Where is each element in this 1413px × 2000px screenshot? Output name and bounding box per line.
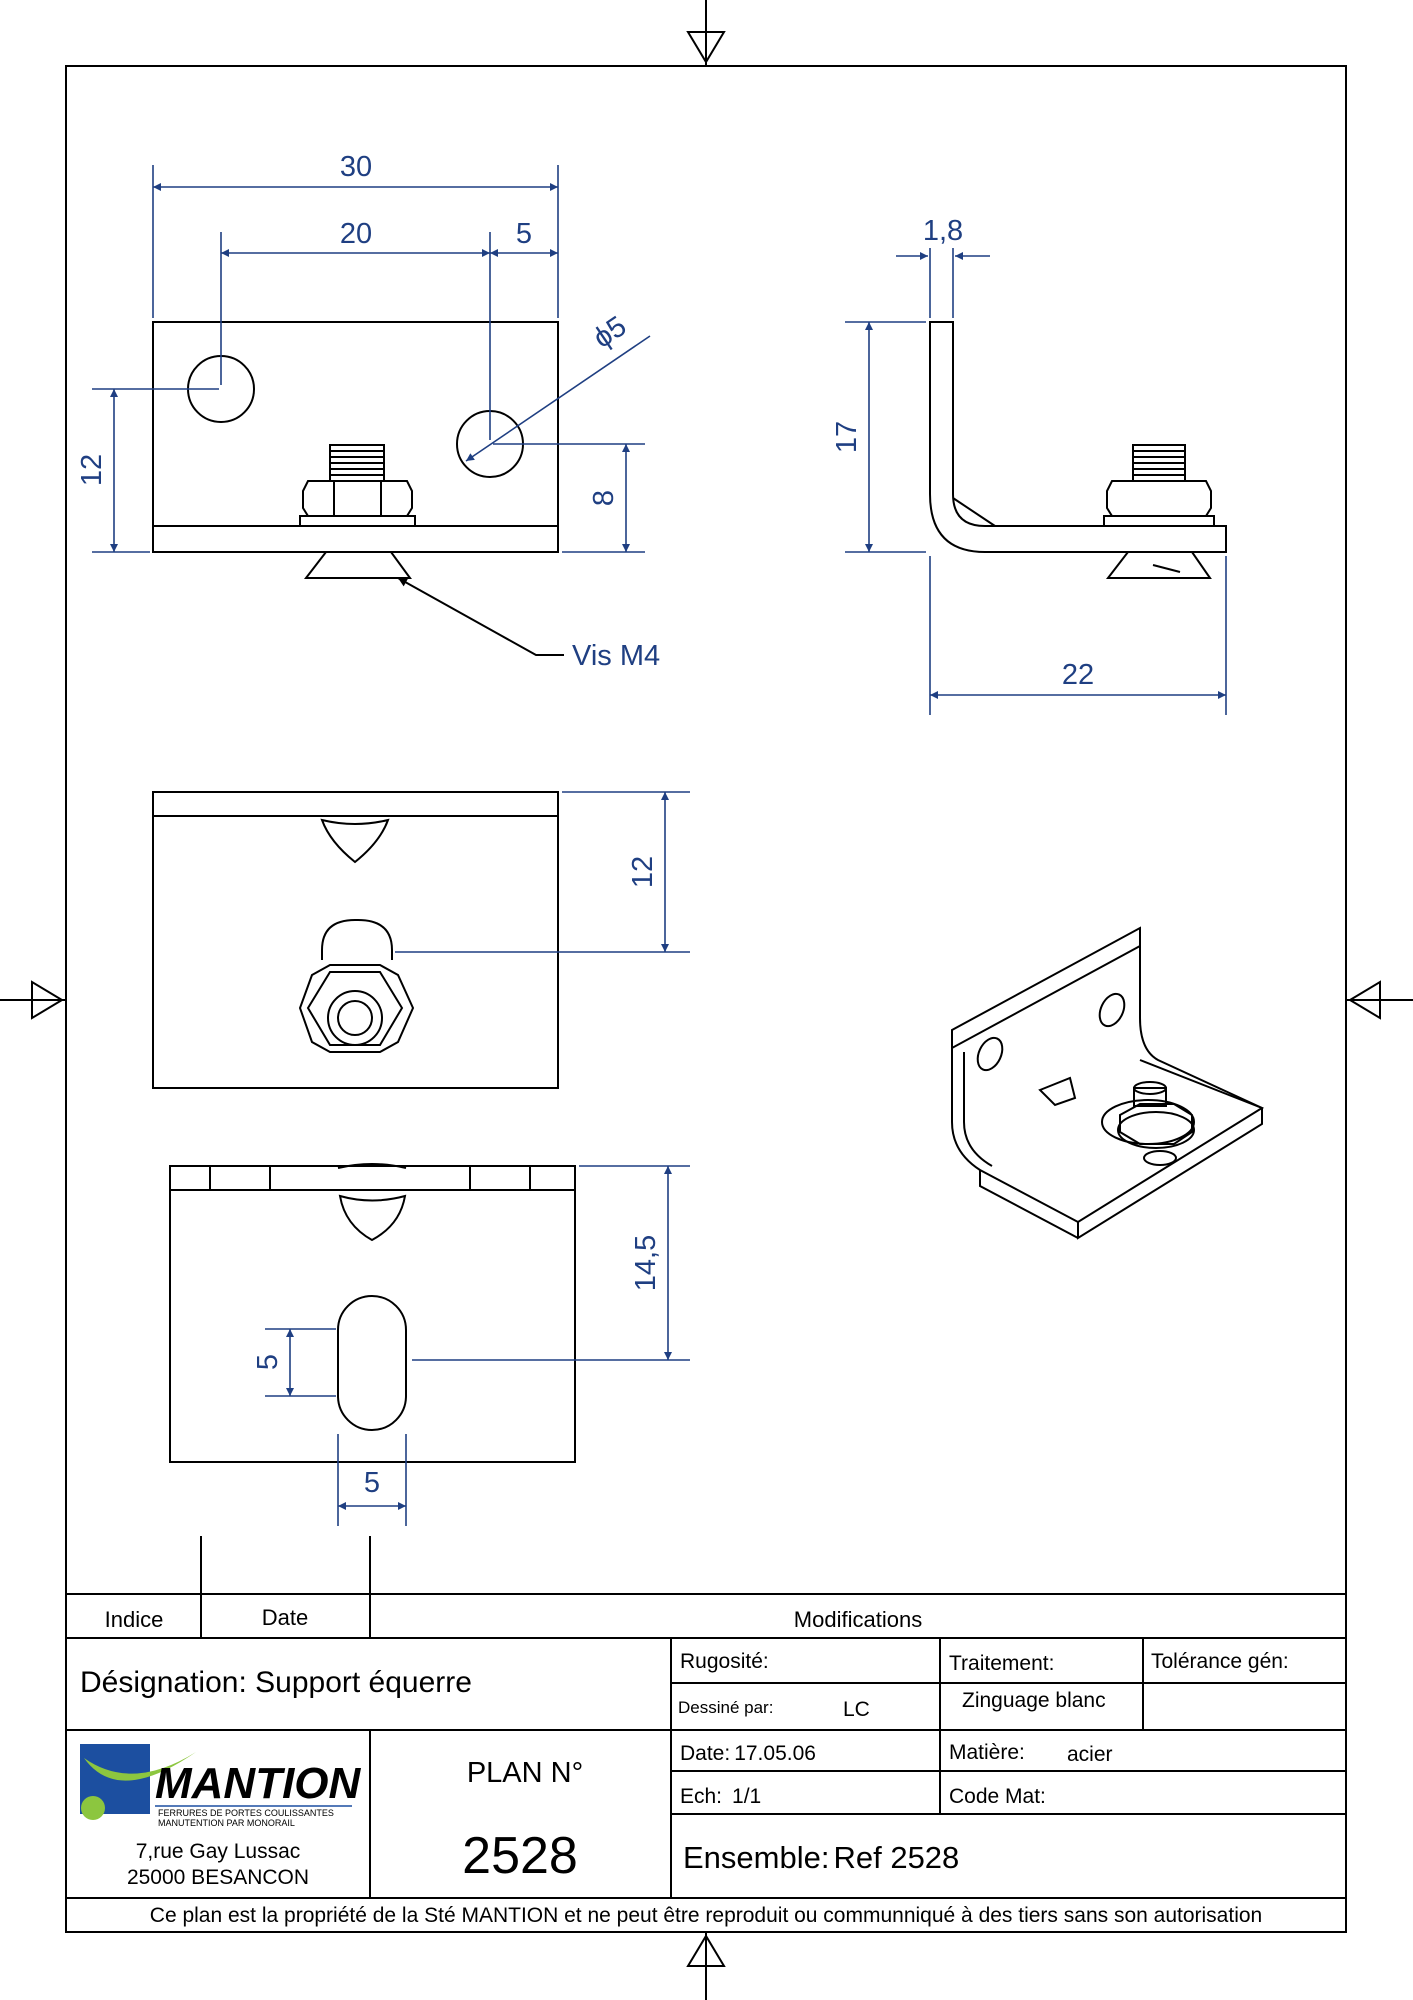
dim-screw-position: 12 xyxy=(395,791,690,953)
dim-label-slot-width-5: 5 xyxy=(364,1467,380,1499)
plan-number: 2528 xyxy=(462,1827,578,1885)
dim-slot-height: 5 xyxy=(252,1328,336,1397)
dim-depth: 22 xyxy=(929,556,1227,715)
callout-screw: Vis M4 xyxy=(397,577,660,672)
callout-label-vis-m4: Vis M4 xyxy=(572,640,660,672)
dim-hole-height: 12 xyxy=(76,388,219,553)
dim-label-slot-5: 5 xyxy=(252,1354,284,1370)
dim-label-22: 22 xyxy=(1062,659,1094,691)
center-mark-left xyxy=(0,980,66,1020)
dim-slot-width: 5 xyxy=(337,1434,407,1526)
traitement-value: Zinguage blanc xyxy=(962,1689,1106,1712)
screw-thread xyxy=(329,444,385,482)
address-line-1: 7,rue Gay Lussac xyxy=(136,1840,301,1863)
header-date: Date xyxy=(262,1605,308,1630)
side-toothed-washer xyxy=(1103,515,1215,527)
bottom-view: 14,5 5 5 xyxy=(169,1163,690,1526)
top-screw-assembly xyxy=(298,919,415,1053)
header-modifications: Modifications xyxy=(794,1607,922,1632)
dim-label-30: 30 xyxy=(340,151,372,183)
side-view: 1,8 17 22 xyxy=(831,215,1227,715)
date-field: Date:17.05.06 xyxy=(680,1742,816,1765)
side-screw-head xyxy=(1105,551,1212,579)
matiere-value: acier xyxy=(1067,1743,1113,1766)
dim-label-1-8: 1,8 xyxy=(923,215,963,247)
dim-hole-spacing: 20 xyxy=(220,218,491,440)
dim-label-14-5: 14,5 xyxy=(630,1235,662,1291)
logo-company-name: MANTION xyxy=(155,1759,362,1808)
code-mat-label: Code Mat: xyxy=(949,1785,1046,1808)
dim-slot-position: 14,5 xyxy=(412,1165,690,1361)
mantion-logo: MANTION FERRURES DE PORTES COULISSANTES … xyxy=(80,1744,362,1828)
iso-bracket-outline xyxy=(951,926,1265,1224)
dim-label-12: 12 xyxy=(76,454,108,486)
hex-nut xyxy=(302,480,413,517)
address-line-2: 25000 BESANCON xyxy=(127,1866,309,1889)
title-block: Indice Date Modifications Désignation: S… xyxy=(66,1536,1346,1927)
countersunk-screw-head xyxy=(303,551,412,579)
iso-screw-assembly xyxy=(1101,1081,1195,1166)
logo-tagline-2: MANUTENTION PAR MONORAIL xyxy=(158,1818,295,1828)
top-view: 12 xyxy=(152,791,690,1089)
top-toothed-washer xyxy=(298,964,415,1053)
dim-label-diameter-5: ϕ5 xyxy=(588,310,633,355)
center-mark-bottom xyxy=(686,1932,726,2000)
dim-height: 17 xyxy=(831,321,926,553)
designation: Désignation: Support équerre xyxy=(80,1666,472,1699)
toothed-washer xyxy=(299,515,416,527)
adjustment-slot xyxy=(337,1295,407,1431)
dim-label-20: 20 xyxy=(340,218,372,250)
header-indice: Indice xyxy=(105,1607,164,1632)
center-mark-top xyxy=(686,0,726,66)
iso-rib xyxy=(1038,1076,1077,1107)
side-screw-thread xyxy=(1132,444,1186,482)
logo-tagline-1: FERRURES DE PORTES COULISSANTES xyxy=(158,1808,334,1818)
ensemble-field: Ensemble:Ref 2528 xyxy=(683,1840,959,1875)
dim-label-8: 8 xyxy=(588,490,620,506)
front-view: 30 20 5 ϕ5 12 8 Vis xyxy=(76,151,660,672)
matiere-label: Matière: xyxy=(949,1741,1025,1764)
isometric-view xyxy=(951,926,1265,1240)
dessine-par-value: LC xyxy=(843,1698,870,1721)
side-hex-nut xyxy=(1106,480,1212,517)
stiffening-rib xyxy=(320,818,390,864)
iso-hole-right xyxy=(1098,992,1126,1028)
center-mark-right xyxy=(1346,980,1413,1020)
dim-thickness: 1,8 xyxy=(896,215,990,318)
dim-label-17: 17 xyxy=(831,421,863,453)
rugosite-label: Rugosité: xyxy=(680,1650,769,1673)
ech-field: Ech:1/1 xyxy=(680,1785,761,1808)
plan-label: PLAN N° xyxy=(467,1757,583,1789)
dim-edge-offset: 5 xyxy=(490,218,558,257)
dim-label-5: 5 xyxy=(516,218,532,250)
dim-total-width: 30 xyxy=(152,151,559,318)
dessine-par-label: Dessiné par: xyxy=(678,1698,773,1717)
dim-label-12-top: 12 xyxy=(627,856,659,888)
traitement-label: Traitement: xyxy=(949,1652,1054,1675)
dim-screw-height: 8 xyxy=(493,443,645,553)
iso-hole-left xyxy=(976,1036,1004,1072)
top-hex-nut xyxy=(306,971,404,1046)
angle-bracket-profile xyxy=(929,321,1227,553)
footer-notice: Ce plan est la propriété de la Sté MANTI… xyxy=(150,1904,1262,1927)
tolerance-label: Tolérance gén: xyxy=(1151,1650,1289,1673)
bottom-rib xyxy=(338,1194,407,1242)
